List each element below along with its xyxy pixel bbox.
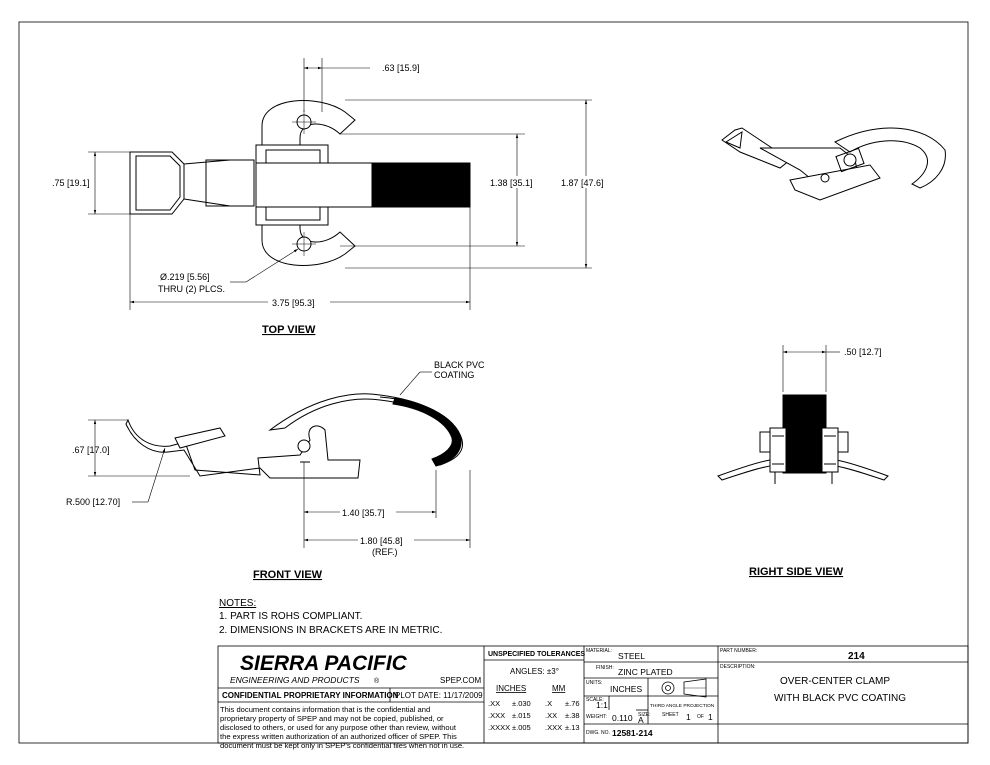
svg-text:0.110: 0.110 [612,713,633,723]
svg-text:SPEP.COM: SPEP.COM [440,676,482,685]
right-view-label: RIGHT SIDE VIEW [749,566,844,578]
svg-text:.XXX: .XXX [545,723,562,732]
svg-text:STEEL: STEEL [618,651,645,661]
svg-text:CONFIDENTIAL PROPRIETARY INFOR: CONFIDENTIAL PROPRIETARY INFORMATION [222,691,399,700]
title-block-text: SIERRA PACIFIC ENGINEERING AND PRODUCTS … [220,648,906,750]
svg-text:ANGLES: ±3°: ANGLES: ±3° [510,667,559,676]
svg-text:SHEET: SHEET [662,712,679,718]
svg-text:the express written authorizat: the express written authorization of an … [220,732,457,741]
top-dim-labels: .63 [15.9] .75 [19.1] 1.38 [35.1] 1.87 [… [49,63,612,308]
svg-text:MM: MM [552,684,566,693]
svg-text:PLOT DATE: 11/17/2009: PLOT DATE: 11/17/2009 [395,691,483,700]
right-side-view [717,394,889,484]
svg-text:1: 1 [708,712,713,722]
top-view [129,100,471,266]
part-number: 214 [848,651,865,662]
svg-text:®: ® [374,677,380,685]
top-view-label: TOP VIEW [262,324,316,336]
svg-text:COATING: COATING [434,370,474,380]
notes: NOTES: 1. PART IS ROHS COMPLIANT. 2. DIM… [219,598,442,636]
svg-text:SIZE:: SIZE: [638,712,651,718]
svg-text:disclosed to others, or used f: disclosed to others, or used for any pur… [220,723,457,732]
right-dimensions [782,345,840,392]
svg-text:This document contains informa: This document contains information that … [220,705,430,714]
drawing-number: 12581-214 [612,728,653,738]
svg-text:UNSPECIFIED TOLERANCES: UNSPECIFIED TOLERANCES [488,651,585,658]
svg-text:1.87 [47.6]: 1.87 [47.6] [561,178,604,188]
svg-text:ZINC PLATED: ZINC PLATED [618,667,673,677]
svg-text:(REF.): (REF.) [372,547,398,557]
svg-text:1.40 [35.7]: 1.40 [35.7] [342,508,385,518]
svg-text:BLACK PVC: BLACK PVC [434,360,485,370]
svg-text:DWG. NO.: DWG. NO. [586,730,610,736]
svg-text:.63 [15.9]: .63 [15.9] [382,63,420,73]
sheet-border [18,21,969,744]
svg-text:SCALE:: SCALE: [586,697,604,703]
svg-text:ENGINEERING AND PRODUCTS: ENGINEERING AND PRODUCTS [230,675,360,685]
svg-text:INCHES: INCHES [496,684,526,693]
front-dim-labels: .67 [17.0] R.500 [12.70] 1.40 [35.7] 1.8… [49,360,485,557]
company-name: SIERRA PACIFIC [240,652,408,675]
svg-text:±.76: ±.76 [565,699,580,708]
svg-text:NOTES:: NOTES: [219,598,256,609]
svg-text:OVER-CENTER CLAMP: OVER-CENTER CLAMP [780,676,890,687]
svg-text:.XXX: .XXX [488,711,505,720]
svg-text:MATERIAL:: MATERIAL: [586,648,612,654]
front-view [125,393,464,479]
svg-text:PART NUMBER:: PART NUMBER: [720,648,757,654]
svg-text:.75 [19.1]: .75 [19.1] [52,178,90,188]
svg-text:3.75 [95.3]: 3.75 [95.3] [272,298,315,308]
svg-text:UNITS:: UNITS: [586,680,602,686]
svg-text:±.005: ±.005 [512,723,531,732]
svg-text:.67 [17.0]: .67 [17.0] [72,445,110,455]
svg-text:THRU (2) PLCS.: THRU (2) PLCS. [158,284,225,294]
top-dimensions [88,58,592,310]
svg-text:Ø.219 [5.56]: Ø.219 [5.56] [160,272,210,282]
svg-text:WITH BLACK PVC COATING: WITH BLACK PVC COATING [774,693,906,704]
svg-text:1:1: 1:1 [596,700,608,710]
svg-text:WEIGHT:: WEIGHT: [586,714,607,720]
svg-text:2. DIMENSIONS IN BRACKETS AR: 2. DIMENSIONS IN BRACKETS ARE IN METRIC. [219,625,442,636]
svg-text:DESCRIPTION:: DESCRIPTION: [720,664,756,670]
svg-text:OF: OF [697,714,704,720]
svg-text:INCHES: INCHES [610,684,642,694]
svg-text:±.13: ±.13 [565,723,580,732]
svg-text:1. PART IS ROHS COMPLIANT.: 1. PART IS ROHS COMPLIANT. [219,611,362,622]
svg-text:A: A [638,715,644,725]
svg-text:±.38: ±.38 [565,711,580,720]
right-dim-label: .50 [12.7] [844,347,882,357]
isometric-view [721,127,946,201]
svg-text:.XX: .XX [545,711,557,720]
title-block [217,645,969,744]
svg-text:.XX: .XX [488,699,500,708]
svg-text:1.38 [35.1]: 1.38 [35.1] [490,178,533,188]
svg-text:.XXXX: .XXXX [488,723,510,732]
svg-text:FINISH:: FINISH: [596,665,614,671]
svg-text:THIRD ANGLE PROJECTION: THIRD ANGLE PROJECTION [650,703,715,709]
svg-text:.X: .X [545,699,552,708]
svg-text:±.030: ±.030 [512,699,531,708]
svg-text:±.015: ±.015 [512,711,531,720]
svg-text:proprietary property of SPEP a: proprietary property of SPEP and may not… [220,714,444,723]
svg-text:document must be kept only in: document must be kept only in SPEP's con… [220,741,464,750]
svg-text:1.80 [45.8]: 1.80 [45.8] [360,536,403,546]
svg-text:R.500 [12.70]: R.500 [12.70] [66,497,120,507]
front-view-label: FRONT VIEW [253,569,323,581]
svg-text:1: 1 [686,712,691,722]
